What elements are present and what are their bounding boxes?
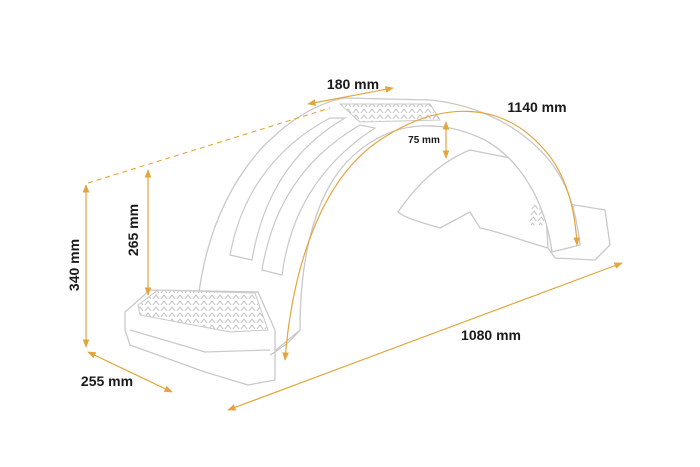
top-extension-dashed: [87, 107, 331, 184]
label-arc-length: 1140 mm: [507, 99, 566, 115]
dimension-labels: 180 mm 1140 mm 75 mm 265 mm 340 mm 255 m…: [66, 76, 567, 389]
groove-inner: [261, 124, 377, 276]
top-tread: [338, 103, 441, 123]
label-step-height: 265 mm: [125, 204, 141, 256]
dim-base-width: [87, 351, 173, 393]
dim-length: [227, 262, 623, 411]
groove-outer: [229, 117, 348, 261]
dimension-lines: [82, 86, 623, 411]
label-inner-depth: 75 mm: [408, 135, 440, 146]
dim-top-width: [307, 86, 394, 106]
label-base-width: 255 mm: [81, 373, 133, 389]
dim-arc-length: [282, 110, 580, 361]
label-length: 1080 mm: [461, 327, 521, 343]
label-total-height: 340 mm: [66, 239, 82, 291]
fender-body: [124, 97, 611, 386]
label-top-width: 180 mm: [327, 76, 379, 92]
